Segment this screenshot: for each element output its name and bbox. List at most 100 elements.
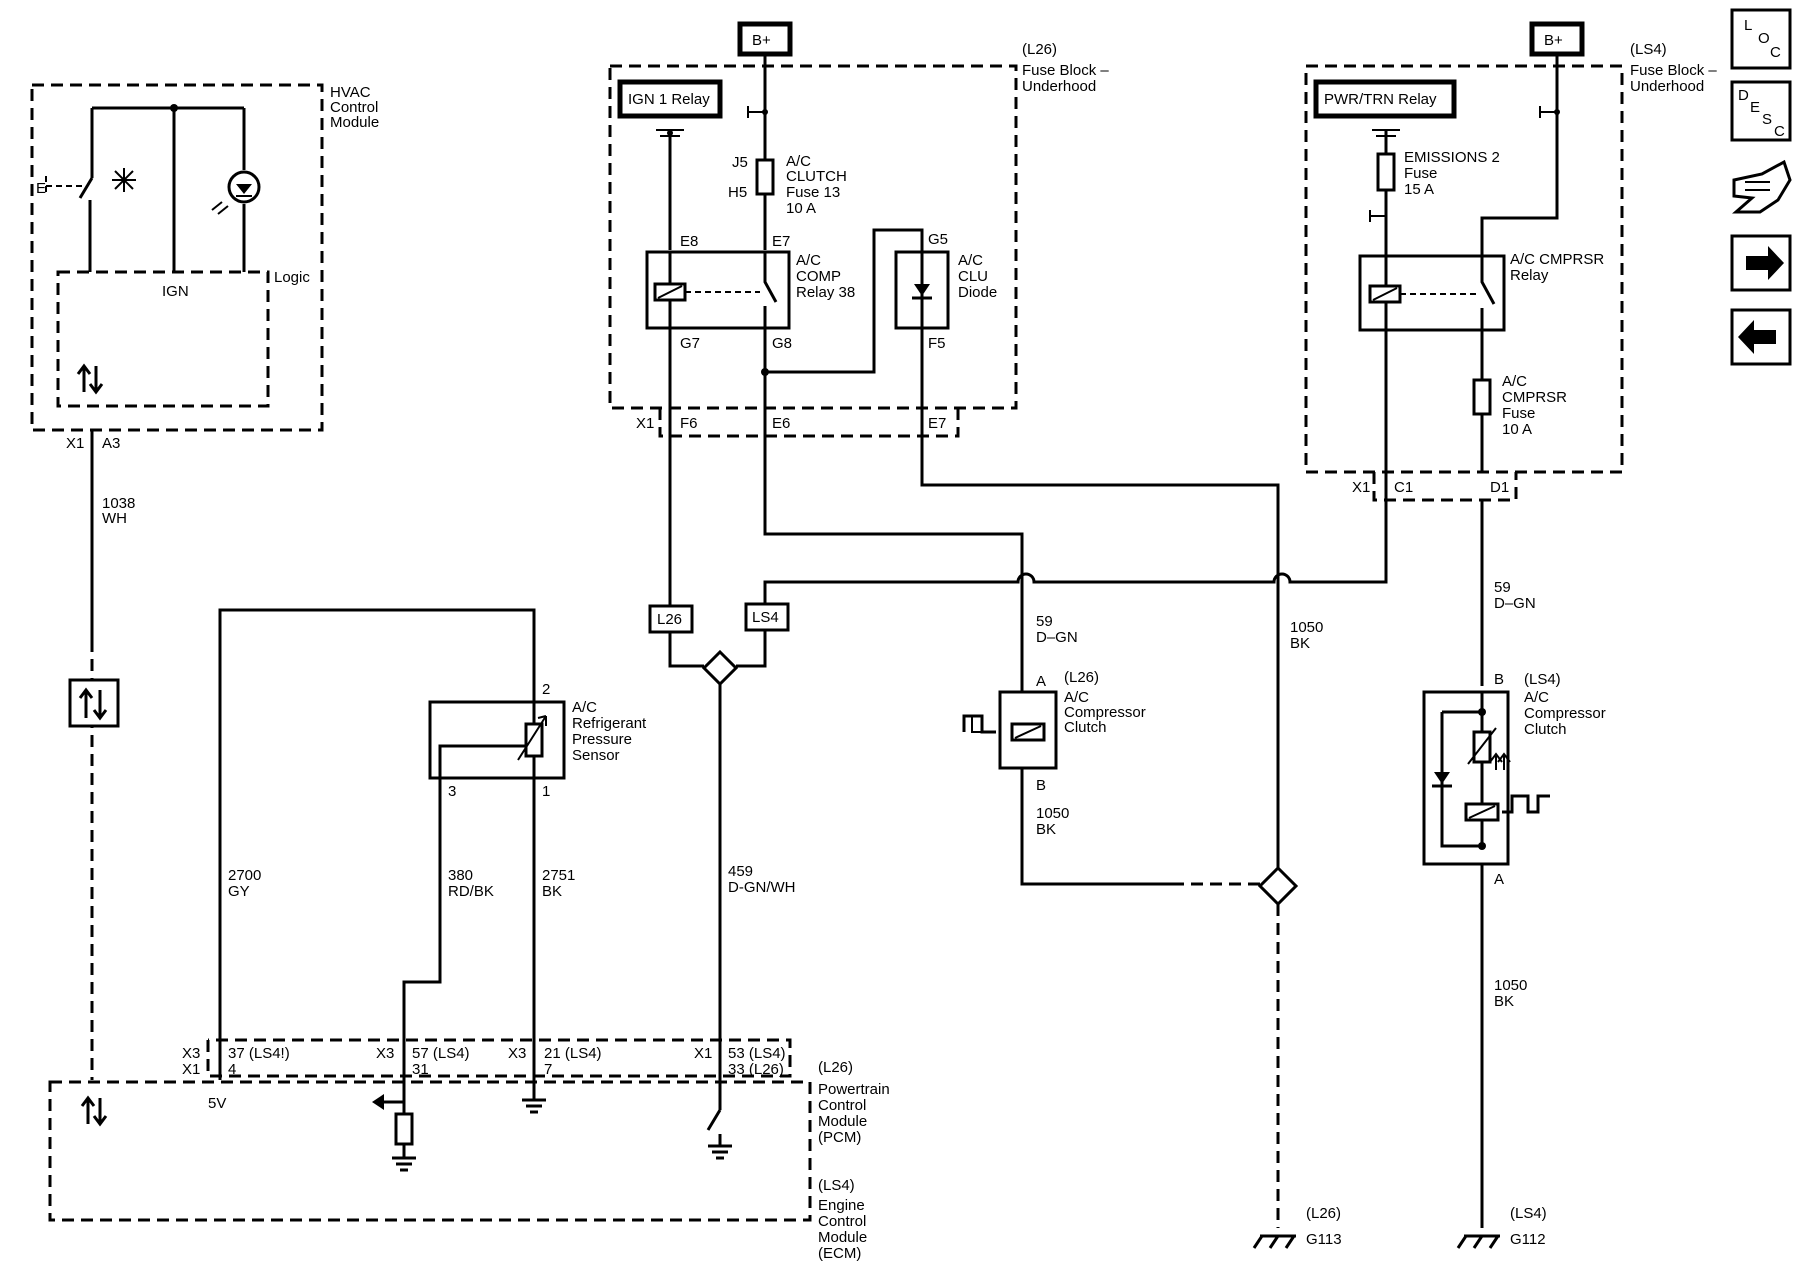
diagram-label: 1 bbox=[542, 783, 550, 800]
compressor-clutch-ls4: 59 D–GN B (LS4) A/C Compressor Clutch A … bbox=[1422, 579, 1606, 1249]
diagram-label: Clutch bbox=[1064, 719, 1107, 736]
diagram-label: Underhood bbox=[1022, 78, 1096, 95]
diagram-label: 1050 bbox=[1290, 619, 1323, 636]
diagram-label: B+ bbox=[752, 32, 771, 49]
diagram-label: C bbox=[1770, 44, 1781, 61]
diagram-label: 31 bbox=[412, 1061, 429, 1078]
diagram-label: D–GN bbox=[1036, 629, 1078, 646]
next-page-button[interactable] bbox=[1730, 234, 1792, 292]
diagram-label: Compressor bbox=[1064, 704, 1146, 721]
diagram-label: CMPRSR bbox=[1502, 389, 1567, 406]
diagram-label: WH bbox=[102, 510, 127, 527]
diagram-label: Diode bbox=[958, 284, 997, 301]
diagram-label: A bbox=[1036, 673, 1046, 690]
diagram-label: 5V bbox=[208, 1095, 226, 1112]
diagram-label: A3 bbox=[102, 435, 120, 452]
diagram-label: 1038 bbox=[102, 495, 135, 512]
fuse-block-ls4: (LS4) Fuse Block – Underhood B+ PWR/TRN … bbox=[1304, 21, 1717, 502]
diagram-label: F6 bbox=[680, 415, 698, 432]
diagram-label: 459 bbox=[728, 863, 753, 880]
diagram-label: 1050 bbox=[1494, 977, 1527, 994]
diagram-label: Logic bbox=[274, 269, 310, 286]
diagram-label: Module bbox=[818, 1229, 867, 1246]
diagram-label: 53 (LS4) bbox=[728, 1045, 786, 1062]
main-wiring bbox=[668, 328, 1484, 870]
diagram-label: (LS4) bbox=[1510, 1205, 1547, 1222]
diagram-label: LS4 bbox=[752, 609, 779, 626]
diagram-label: 3 bbox=[448, 783, 456, 800]
diagram-label: X1 bbox=[1352, 479, 1370, 496]
prev-page-button[interactable] bbox=[1730, 308, 1792, 366]
diagram-label: GY bbox=[228, 883, 250, 900]
diagram-label: L26 bbox=[657, 611, 682, 628]
diagram-label: H5 bbox=[728, 184, 747, 201]
diagram-label: Refrigerant bbox=[572, 715, 647, 732]
diagram-label: A/C bbox=[1502, 373, 1527, 390]
diagram-label: E bbox=[1750, 99, 1760, 116]
serial-data-icon bbox=[80, 1095, 108, 1127]
diagram-label: Powertrain bbox=[818, 1081, 890, 1098]
diagram-label: (PCM) bbox=[818, 1129, 861, 1146]
diagram-label: Control bbox=[330, 99, 378, 116]
diagram-label: D1 bbox=[1490, 479, 1509, 496]
diagram-label: B bbox=[1494, 671, 1504, 688]
diagram-label: (LS4) bbox=[1630, 41, 1667, 58]
diagram-label: X3 bbox=[182, 1045, 200, 1062]
pressure-sensor: 2 3 1 A/C Refrigerant Pressure Sensor 27… bbox=[218, 608, 647, 1082]
diagram-label: (L26) bbox=[818, 1059, 853, 1076]
diagram-label: Fuse bbox=[1404, 165, 1437, 182]
diagram-label: 59 bbox=[1494, 579, 1511, 596]
diagram-label: (L26) bbox=[1022, 41, 1057, 58]
diagram-label: 57 (LS4) bbox=[412, 1045, 470, 1062]
diagram-label: Sensor bbox=[572, 747, 620, 764]
desc-button[interactable]: D E S C bbox=[1730, 80, 1792, 142]
diagram-label: BK bbox=[1494, 993, 1514, 1010]
option-tags: L26 LS4 459 D-GN/WH bbox=[648, 602, 796, 1110]
diagram-label: X1 bbox=[66, 435, 84, 452]
diagram-label: HVAC bbox=[330, 84, 371, 101]
diagram-label: COMP bbox=[796, 268, 841, 285]
fuse-block-l26: (L26) Fuse Block – Underhood B+ IGN 1 Re… bbox=[608, 21, 1109, 438]
diagram-label: Clutch bbox=[1524, 721, 1567, 738]
diagram-label: Control bbox=[818, 1097, 866, 1114]
diagram-label: 21 (LS4) bbox=[544, 1045, 602, 1062]
connector-view-icon[interactable] bbox=[1732, 159, 1792, 214]
diagram-label: 4 bbox=[228, 1061, 236, 1078]
diagram-label: IGN bbox=[162, 283, 189, 300]
diagram-label: G113 bbox=[1306, 1231, 1342, 1248]
diagram-label: Fuse Block – bbox=[1630, 62, 1717, 79]
diagram-label: Module bbox=[818, 1113, 867, 1130]
diagram-label: F5 bbox=[928, 335, 946, 352]
loc-button[interactable]: L O C bbox=[1730, 8, 1792, 70]
diagram-label: Engine bbox=[818, 1197, 865, 1214]
diagram-label: Compressor bbox=[1524, 705, 1606, 722]
diagram-label: A/C CMPRSR bbox=[1510, 251, 1604, 268]
diagram-label: Fuse bbox=[1502, 405, 1535, 422]
diagram-label: S bbox=[1762, 111, 1772, 128]
diagram-label: RD/BK bbox=[448, 883, 494, 900]
diagram-label: G7 bbox=[680, 335, 700, 352]
snowflake-icon bbox=[112, 168, 136, 192]
diagram-label: X1 bbox=[694, 1045, 712, 1062]
diagram-label: D bbox=[1738, 87, 1749, 104]
diagram-label: 37 (LS4!) bbox=[228, 1045, 290, 1062]
diagram-label: A/C bbox=[1524, 689, 1549, 706]
diagram-label: G112 bbox=[1510, 1231, 1546, 1248]
diagram-label: D–GN bbox=[1494, 595, 1536, 612]
diagram-label: PWR/TRN Relay bbox=[1324, 91, 1437, 108]
diagram-label: Relay 38 bbox=[796, 284, 855, 301]
hvac-control-module: HVAC Control Module IGN Logic E X1 A3 10… bbox=[30, 83, 379, 527]
diagram-label: 2700 bbox=[228, 867, 261, 884]
diagram-label: CLUTCH bbox=[786, 168, 847, 185]
diagram-label: A/C bbox=[1064, 689, 1089, 706]
diagram-label: D-GN/WH bbox=[728, 879, 796, 896]
diagram-label: L bbox=[1744, 17, 1752, 34]
diagram-label: A/C bbox=[796, 252, 821, 269]
diagram-label: BK bbox=[542, 883, 562, 900]
diagram-label: (LS4) bbox=[1524, 671, 1561, 688]
diagram-label: A/C bbox=[958, 252, 983, 269]
diagram-label: X3 bbox=[508, 1045, 526, 1062]
diagram-label: X1 bbox=[182, 1061, 200, 1078]
diagram-label: E8 bbox=[680, 233, 698, 250]
diagram-label: X3 bbox=[376, 1045, 394, 1062]
